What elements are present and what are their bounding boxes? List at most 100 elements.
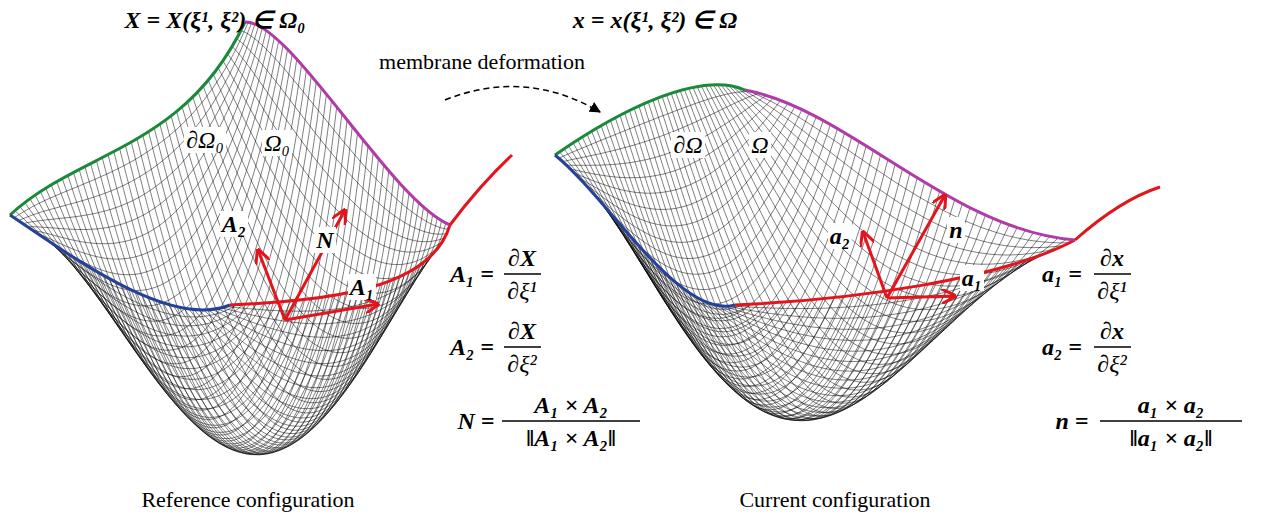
mesh-line	[634, 108, 877, 417]
vector-label: a₂	[828, 223, 852, 249]
mesh-line	[720, 235, 1042, 341]
mesh-line	[35, 195, 264, 358]
mesh-line	[115, 107, 337, 441]
mesh-line	[96, 161, 335, 449]
mesh-line	[27, 26, 258, 230]
domain-label: Ω	[749, 132, 770, 158]
configuration-caption: Current configuration	[739, 488, 930, 512]
mesh-line	[713, 85, 1020, 322]
vector-label: N	[314, 227, 335, 253]
mesh-line	[20, 207, 244, 326]
mesh-line	[687, 212, 977, 408]
mesh-line	[228, 54, 443, 252]
mesh-line	[727, 238, 1058, 318]
mesh-line	[218, 68, 438, 279]
mesh-line	[77, 65, 302, 377]
mesh-line	[628, 150, 873, 377]
fraction-denominator: ‖a₁ × a₂‖	[1129, 425, 1212, 451]
mesh-line	[578, 140, 776, 337]
mesh-line	[582, 106, 795, 226]
mesh-line	[704, 225, 1009, 380]
boundary-curve	[735, 240, 1075, 305]
arrow-caption: membrane deformation	[379, 50, 585, 74]
mesh-line	[171, 116, 405, 403]
mesh-line	[630, 111, 870, 414]
fraction-numerator: ∂x	[1100, 318, 1124, 344]
fraction-numerator: A₁ × A₂	[534, 392, 608, 418]
mesh-line	[639, 106, 886, 419]
boundary-label: ∂Ω₀	[184, 127, 226, 153]
mesh-line	[25, 203, 251, 337]
fraction-bars	[502, 274, 1242, 421]
mesh-line	[731, 239, 1066, 308]
mesh-line	[667, 95, 937, 413]
mesh-line	[217, 218, 437, 337]
formula-lhs: a₁ =	[1042, 261, 1082, 287]
surface-mesh	[10, 22, 1075, 455]
formula-lhs: N =	[457, 408, 494, 434]
boundary-spike	[450, 155, 512, 225]
mesh-line	[712, 230, 1025, 361]
mesh-line	[46, 188, 278, 379]
formula-lhs: n =	[1055, 408, 1088, 434]
fraction-numerator: a₁ × a₂	[1138, 392, 1204, 418]
fraction-numerator: ∂X	[508, 245, 536, 271]
fraction-denominator: ∂ξ²	[507, 351, 536, 377]
mesh-line	[223, 61, 440, 265]
vector-label: a₁	[960, 265, 984, 291]
mesh-line	[721, 85, 1034, 298]
mesh-line	[675, 200, 955, 419]
mesh-line	[51, 185, 284, 390]
mesh-line	[179, 183, 399, 427]
mesh-line	[641, 164, 896, 401]
mesh-line	[126, 120, 348, 450]
mesh-line	[620, 115, 852, 405]
position-formula: X = X(ξ¹, ξ²) ∈ Ω₀	[125, 7, 306, 33]
mesh-line	[582, 137, 783, 345]
formula-lhs: A₁ =	[450, 261, 494, 287]
mesh-line	[691, 215, 985, 402]
mesh-line	[569, 146, 760, 321]
boundary-curve	[745, 90, 1075, 240]
mesh-line	[599, 121, 824, 290]
mesh-line	[732, 86, 1053, 264]
mesh-line	[37, 31, 267, 260]
mesh-line	[653, 100, 912, 420]
mesh-line	[679, 204, 962, 416]
mesh-line	[637, 160, 888, 395]
vector-label: A₁	[348, 274, 376, 300]
mesh-line	[136, 133, 357, 454]
mesh-line	[108, 155, 347, 454]
mesh-line	[671, 196, 948, 421]
fraction-numerator: ∂X	[508, 318, 536, 344]
deformation-arrow	[445, 87, 600, 112]
mesh-line	[735, 87, 1058, 255]
boundary-spike	[1075, 187, 1160, 240]
boundary-curve	[555, 85, 745, 155]
mesh-line	[174, 177, 394, 434]
mesh-line	[203, 207, 423, 376]
fraction-denominator: ∂ξ¹	[507, 278, 536, 304]
mesh-line	[574, 100, 780, 193]
mesh-line	[163, 165, 383, 445]
mesh-line	[683, 208, 970, 413]
mesh-line	[41, 34, 270, 275]
fraction-denominator: ∂ξ²	[1097, 351, 1126, 377]
mesh-line	[590, 113, 809, 259]
formula-lhs: A₂ =	[450, 334, 494, 360]
mesh-line	[728, 85, 1046, 274]
configuration-caption: Reference configuration	[141, 488, 354, 512]
position-formula: x = x(ξ¹, ξ²) ∈ Ω	[573, 7, 738, 33]
mesh-line	[632, 155, 880, 386]
mesh-line	[226, 223, 446, 311]
vector-label: n	[947, 217, 964, 243]
vector-label: A₂	[220, 211, 248, 237]
mesh-line	[32, 28, 262, 244]
fraction-denominator: ‖A₁ × A₂‖	[526, 425, 616, 451]
mesh-line	[742, 89, 1070, 243]
mesh-line	[193, 97, 421, 353]
mesh-line	[160, 124, 396, 422]
domain-label: Ω₀	[262, 130, 292, 156]
mesh-line	[98, 88, 321, 420]
mesh-line	[143, 135, 381, 443]
